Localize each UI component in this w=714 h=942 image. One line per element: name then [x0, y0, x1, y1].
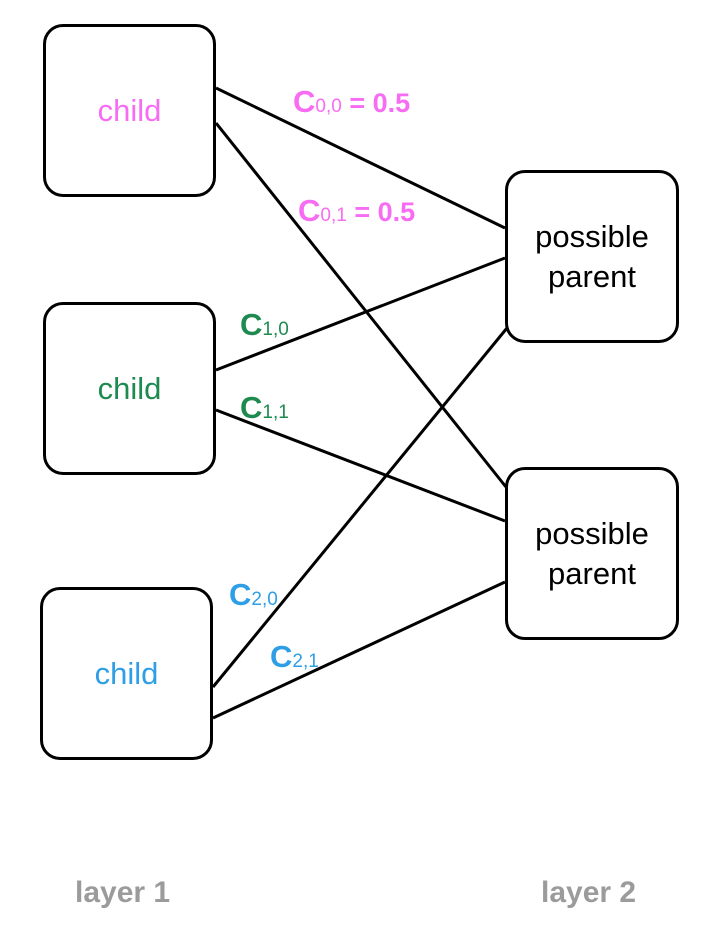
edge-child0-parent1	[214, 122, 508, 488]
coefficient-1-0: C1,0	[240, 309, 289, 340]
coefficient-1-0-subscript: 1,0	[262, 319, 289, 340]
coefficient-1-1-symbol: C	[240, 390, 263, 425]
coefficient-2-1: C2,1	[270, 641, 319, 672]
child-node-1-label: child	[97, 370, 162, 406]
coefficient-0-1-subscript: 0,1	[320, 205, 347, 226]
coefficient-0-0: C0,0 = 0.5	[293, 86, 410, 117]
coefficient-0-0-symbol: C	[293, 84, 316, 119]
coefficient-0-1: C0,1 = 0.5	[298, 195, 415, 226]
parent-node-1-line2: parent	[548, 555, 636, 591]
coefficient-1-1: C1,1	[240, 392, 289, 423]
coefficient-1-1-subscript: 1,1	[262, 402, 289, 423]
parent-node-1-line1: possible	[535, 515, 649, 551]
child-node-0: child	[43, 24, 216, 197]
parent-node-0-label: possible parent	[522, 217, 662, 297]
parent-node-1: possible parent	[505, 467, 679, 640]
child-node-0-label: child	[97, 92, 162, 128]
edge-child1-parent1	[215, 408, 506, 523]
coefficient-0-1-value: = 0.5	[346, 197, 416, 227]
layer-1-label: layer 1	[75, 876, 171, 909]
coefficient-2-1-symbol: C	[270, 639, 293, 674]
coefficient-2-0: C2,0	[229, 579, 278, 610]
coefficient-2-0-subscript: 2,0	[251, 589, 278, 610]
coefficient-2-1-subscript: 2,1	[292, 651, 319, 672]
parent-node-0-line1: possible	[535, 218, 649, 254]
coefficient-1-0-symbol: C	[240, 307, 263, 342]
coefficient-0-1-symbol: C	[298, 193, 321, 228]
coefficient-2-0-symbol: C	[229, 577, 252, 612]
child-node-1: child	[43, 302, 216, 475]
child-node-2-label: child	[94, 655, 159, 691]
parent-node-1-label: possible parent	[522, 514, 662, 594]
parent-node-0-line2: parent	[548, 258, 636, 294]
child-node-2: child	[40, 587, 213, 760]
coefficient-0-0-value: = 0.5	[341, 88, 411, 118]
parent-node-0: possible parent	[505, 170, 679, 343]
edge-child2-parent0	[211, 327, 509, 688]
layer-2-label: layer 2	[541, 876, 637, 909]
coefficient-0-0-subscript: 0,0	[315, 96, 342, 117]
